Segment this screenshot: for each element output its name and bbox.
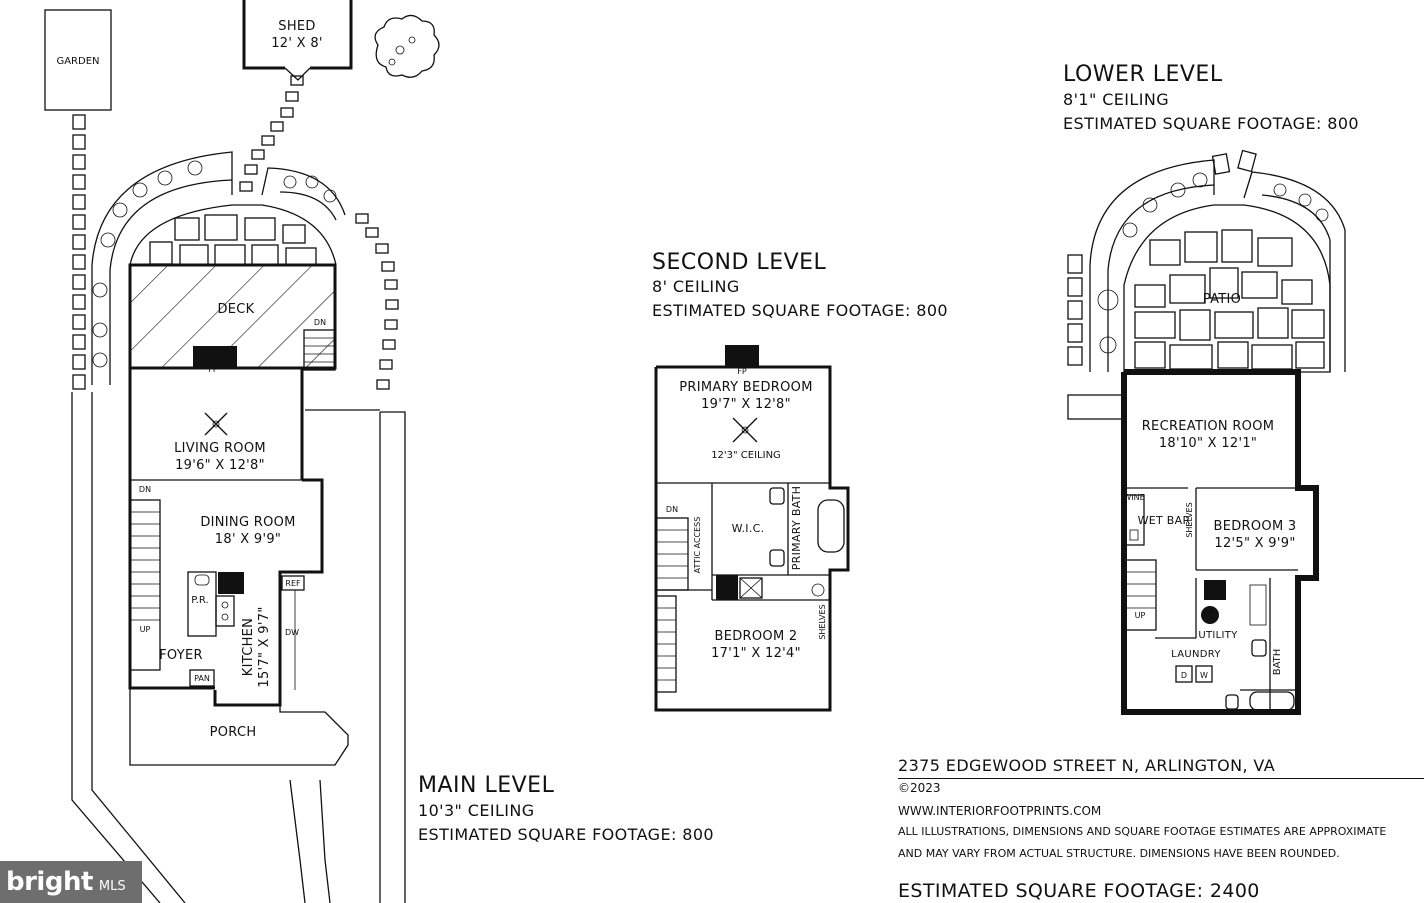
dining-room-size: 18' X 9'9" bbox=[215, 532, 281, 547]
dining-room-label: DINING ROOM bbox=[200, 515, 295, 530]
bedroom-2-label: BEDROOM 2 bbox=[715, 629, 798, 644]
lower-level-plan: RECREATION ROOM 18'10" X 12'1" WINE WET … bbox=[1121, 369, 1319, 715]
footer-divider bbox=[898, 778, 1424, 779]
attic-access-label: ATTIC ACCESS bbox=[693, 517, 702, 574]
bedroom-3-label: BEDROOM 3 bbox=[1214, 519, 1297, 534]
lower-stair-up: UP bbox=[1135, 611, 1146, 620]
wine-label: WINE bbox=[1123, 493, 1144, 502]
property-address: 2375 EDGEWOOD STREET N, ARLINGTON, VA bbox=[898, 756, 1276, 775]
main-stair-up: UP bbox=[140, 625, 151, 634]
primary-bath-label: PRIMARY BATH bbox=[790, 486, 803, 571]
second-level-ceiling: 8' CEILING bbox=[652, 277, 740, 296]
tree-icon bbox=[374, 14, 440, 78]
watermark-brand: bright bbox=[6, 867, 93, 897]
primary-ceiling-label: 12'3" CEILING bbox=[711, 450, 781, 461]
lower-level-sqft: ESTIMATED SQUARE FOOTAGE: 800 bbox=[1063, 114, 1359, 133]
second-level-plan: FP PRIMARY BEDROOM 19'7" X 12'8" 12'3" C… bbox=[654, 345, 850, 712]
shed-label: SHED bbox=[278, 19, 315, 34]
main-level-caption: MAIN LEVEL 10'3" CEILING ESTIMATED SQUAR… bbox=[418, 773, 714, 844]
stepping-stones bbox=[72, 75, 399, 390]
main-level-title: MAIN LEVEL bbox=[418, 773, 555, 798]
second-fp-label: FP bbox=[737, 367, 747, 376]
kitchen-label: KITCHEN bbox=[241, 618, 256, 676]
second-level-sqft: ESTIMATED SQUARE FOOTAGE: 800 bbox=[652, 301, 948, 320]
porch-label: PORCH bbox=[210, 725, 257, 740]
ceiling-fan-icon bbox=[732, 417, 758, 443]
main-level-ceiling: 10'3" CEILING bbox=[418, 801, 535, 820]
kitchen-size: 15'7" X 9'7" bbox=[257, 606, 272, 687]
garden-bed-arcs bbox=[91, 151, 346, 385]
second-level-title: SECOND LEVEL bbox=[652, 250, 827, 275]
recreation-room-label: RECREATION ROOM bbox=[1142, 419, 1275, 434]
deck-stair-dn: DN bbox=[314, 318, 326, 327]
bedroom-2-size: 17'1" X 12'4" bbox=[711, 646, 801, 661]
recreation-room-size: 18'10" X 12'1" bbox=[1159, 436, 1257, 451]
website: WWW.INTERIORFOOTPRINTS.COM bbox=[898, 804, 1102, 818]
living-room-size: 19'6" X 12'8" bbox=[175, 458, 265, 473]
ref-label: REF bbox=[285, 579, 301, 588]
wet-bar-label: WET BAR bbox=[1138, 514, 1191, 527]
wic-label: W.I.C. bbox=[732, 522, 765, 535]
shed-size: 12' X 8' bbox=[271, 36, 323, 51]
patio-label: PATIO bbox=[1203, 292, 1241, 307]
dryer-label: D bbox=[1181, 671, 1187, 680]
second-level-caption: SECOND LEVEL 8' CEILING ESTIMATED SQUARE… bbox=[652, 250, 948, 320]
living-room-label: LIVING ROOM bbox=[174, 441, 266, 456]
lower-level-title: LOWER LEVEL bbox=[1063, 62, 1223, 87]
dishwasher-label: DW bbox=[285, 628, 299, 637]
watermark-suffix: MLS bbox=[98, 878, 126, 894]
foyer-label: FOYER bbox=[159, 648, 203, 663]
disclaimer-line-1: ALL ILLUSTRATIONS, DIMENSIONS AND SQUARE… bbox=[898, 825, 1387, 838]
bright-mls-watermark: bright MLS bbox=[0, 861, 142, 903]
second-stair-dn: DN bbox=[666, 505, 678, 514]
primary-bedroom-label: PRIMARY BEDROOM bbox=[679, 380, 812, 395]
total-square-footage: ESTIMATED SQUARE FOOTAGE: 2400 bbox=[898, 880, 1260, 902]
second-shelves-label: SHELVES bbox=[818, 604, 827, 639]
utility-label: UTILITY bbox=[1198, 630, 1238, 641]
ceiling-fan-icon bbox=[204, 412, 228, 436]
pantry-label: PAN bbox=[194, 674, 210, 683]
washer-label: W bbox=[1200, 671, 1208, 680]
laundry-label: LAUNDRY bbox=[1171, 649, 1221, 660]
lower-level-caption: LOWER LEVEL 8'1" CEILING ESTIMATED SQUAR… bbox=[1063, 62, 1359, 133]
shed: SHED 12' X 8' bbox=[242, 0, 353, 81]
powder-room-label: P.R. bbox=[191, 595, 208, 606]
lower-patio: PATIO bbox=[1123, 204, 1331, 373]
main-patio-stones bbox=[129, 204, 337, 266]
disclaimer-line-2: AND MAY VARY FROM ACTUAL STRUCTURE. DIME… bbox=[898, 847, 1340, 860]
lower-bath-label: BATH bbox=[1272, 649, 1283, 676]
bedroom-3-size: 12'5" X 9'9" bbox=[1214, 536, 1295, 551]
main-stair-dn: DN bbox=[139, 485, 151, 494]
copyright: ©2023 bbox=[898, 781, 941, 795]
garden-label: GARDEN bbox=[56, 56, 99, 67]
primary-bedroom-size: 19'7" X 12'8" bbox=[701, 397, 791, 412]
main-level-plan: FP DECK DN DN UP LIVING bbox=[71, 263, 406, 903]
deck-label: DECK bbox=[217, 302, 254, 317]
main-level-sqft: ESTIMATED SQUARE FOOTAGE: 800 bbox=[418, 825, 714, 844]
lower-shelves-label: SHELVES bbox=[1185, 502, 1194, 537]
garden: GARDEN bbox=[44, 9, 112, 111]
lower-level-ceiling: 8'1" CEILING bbox=[1063, 90, 1169, 109]
lower-outdoor bbox=[1067, 149, 1346, 420]
